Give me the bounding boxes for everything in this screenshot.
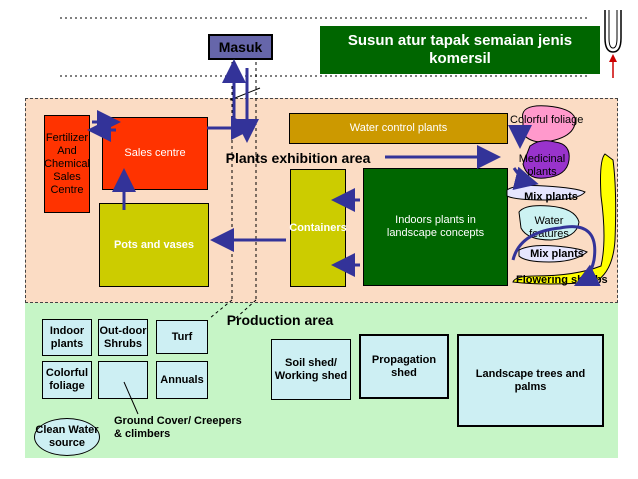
water-features-bed: Water features [529,215,569,240]
water-control-plants: Water control plants [289,113,508,144]
clean-water-source: Clean Water source [34,418,100,456]
propagation-shed: Propagation shed [359,334,449,399]
outdoor-shrubs-box: Out-door Shrubs [98,319,148,356]
colorful-foliage-box: Colorful foliage [42,361,92,399]
plants-exhibition-area-label: Plants exhibition area [225,150,371,166]
indoor-plants-box: Indoor plants [42,319,92,356]
entrance-label: Masuk [218,39,263,55]
annuals-box: Annuals [156,361,208,399]
colorful-foliage-bed: Colorful foliage [510,114,584,126]
production-area-label: Production area [226,312,334,328]
pots-and-vases: Pots and vases [99,203,209,287]
mix-plants-bed-2: Mix plants [530,247,584,260]
ground-cover-box [98,361,148,399]
page-title: Susun atur tapak semaian jenis komersil [320,26,600,74]
entrance-box: Masuk [208,34,273,60]
fertilizer-sales-centre: Fertilizer And Chemical Sales Centre [44,115,90,213]
mix-plants-bed-1: Mix plants [524,190,578,203]
u-turn-arrow-icon [604,10,622,78]
indoor-landscape-concepts: Indoors plants in landscape concepts [363,168,508,286]
soil-working-shed: Soil shed/ Working shed [271,339,351,400]
turf-box: Turf [156,320,208,354]
landscape-trees-palms: Landscape trees and palms [457,334,604,427]
ground-cover-label: Ground Cover/ Creepers & climbers [114,415,242,440]
